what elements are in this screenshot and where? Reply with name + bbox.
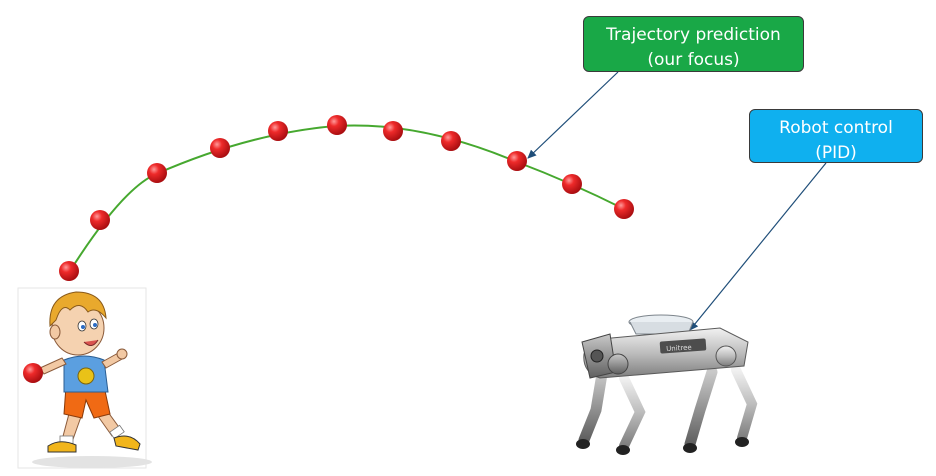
robot-brand-label: Unitree <box>666 343 692 353</box>
ball-5 <box>268 121 288 141</box>
trajectory-callout-line2: (our focus) <box>647 50 740 70</box>
quadruped-robot-illustration: Unitree <box>576 314 758 455</box>
ball-9 <box>507 151 527 171</box>
ball-10 <box>562 174 582 194</box>
ball-2 <box>90 210 110 230</box>
robot-control-callout: Robot control (PID) <box>749 109 923 163</box>
ball-11 <box>614 199 634 219</box>
ball-1 <box>59 261 79 281</box>
ball-3 <box>147 163 167 183</box>
ball-8 <box>441 131 461 151</box>
trajectory-balls <box>59 115 634 281</box>
robot-callout-line1: Robot control <box>779 118 893 138</box>
robot-callout-arrow <box>689 162 827 331</box>
ball-4 <box>210 138 230 158</box>
ball-7 <box>383 121 403 141</box>
boy-throwing-ball-illustration <box>17 287 152 469</box>
ball-6 <box>327 115 347 135</box>
trajectory-callout-arrow <box>527 71 619 159</box>
robot-callout-line2: (PID) <box>815 143 857 163</box>
trajectory-prediction-callout: Trajectory prediction (our focus) <box>583 16 804 72</box>
trajectory-callout-line1: Trajectory prediction <box>606 25 781 45</box>
trajectory-curve <box>69 124 625 272</box>
